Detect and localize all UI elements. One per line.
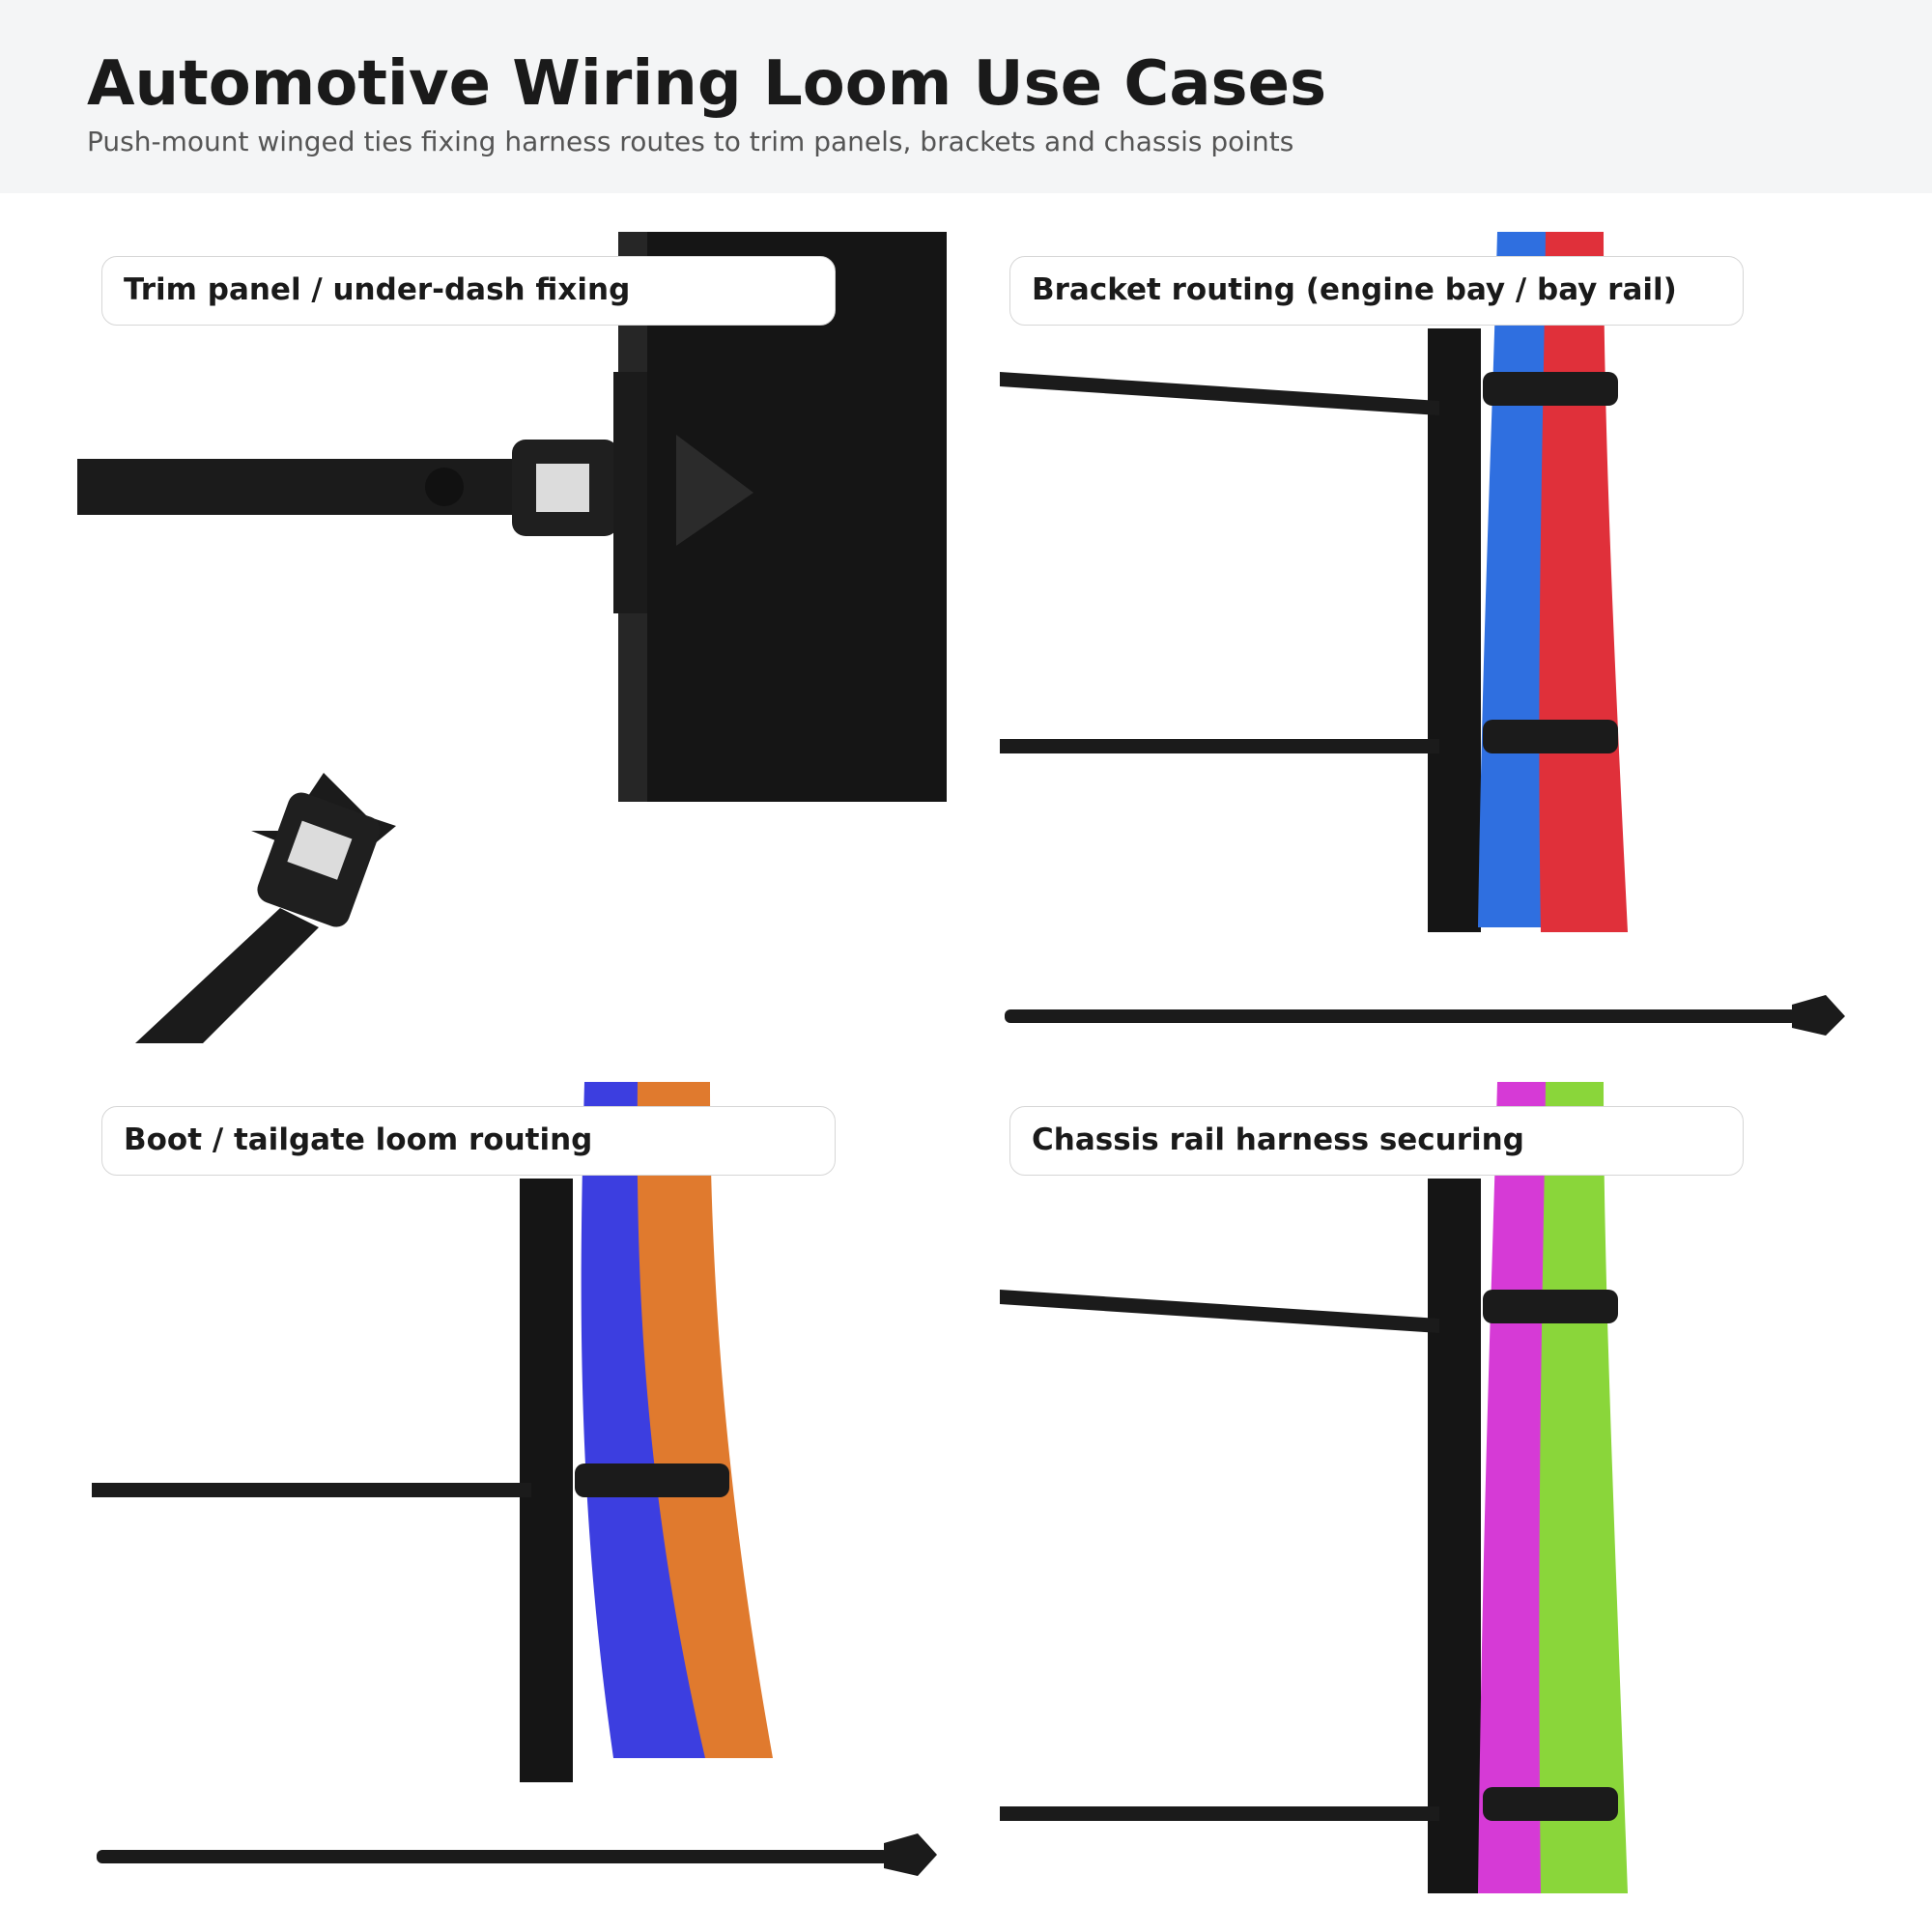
bracket-routing-illustration xyxy=(1000,232,1845,1036)
chassis-rail xyxy=(1428,1179,1481,1893)
tie-strap-lower xyxy=(1000,739,1439,753)
loose-tie-strap xyxy=(97,1850,889,1863)
tie-strap-upper xyxy=(1000,372,1439,415)
loose-tie-strap xyxy=(1005,1009,1797,1023)
bracket-rail xyxy=(1428,328,1481,932)
wire-bundle-red xyxy=(1539,232,1628,932)
panel-bracket-routing: Bracket routing (engine bay / bay rail) xyxy=(985,232,1874,1043)
panel-label-bracket-routing: Bracket routing (engine bay / bay rail) xyxy=(1009,256,1744,326)
page-title: Automotive Wiring Loom Use Cases xyxy=(87,48,1327,120)
tie-wing-base xyxy=(613,372,647,613)
tie-band-upper xyxy=(1483,1290,1618,1323)
trim-panel-illustration xyxy=(77,232,947,1043)
tie-head-slot xyxy=(536,464,589,512)
panel-chassis-rail: Chassis rail harness securing xyxy=(985,1082,1874,1893)
loose-tie-strap xyxy=(135,908,319,1043)
boot-tailgate-illustration xyxy=(92,1082,937,1876)
loose-tie-arrow-head xyxy=(884,1833,937,1876)
loose-tie-arrow-head xyxy=(1792,995,1845,1036)
page-subtitle: Push-mount winged ties fixing harness ro… xyxy=(87,126,1294,157)
tie-strap-lower xyxy=(1000,1806,1439,1821)
chassis-rail-illustration xyxy=(1000,1082,1628,1893)
panel-label-trim-panel: Trim panel / under-dash fixing xyxy=(101,256,836,326)
tie-strap-upper xyxy=(1000,1290,1439,1333)
wire-bundle-green xyxy=(1539,1082,1628,1893)
loose-tie-head-slot xyxy=(287,820,353,880)
push-mount-arrow xyxy=(676,435,753,546)
tie-band-lower xyxy=(1483,720,1618,753)
tie-band xyxy=(575,1463,729,1497)
panel-trim-panel: Trim panel / under-dash fixing xyxy=(77,232,966,1043)
header: Automotive Wiring Loom Use Cases Push-mo… xyxy=(0,0,1932,193)
panel-label-chassis-rail: Chassis rail harness securing xyxy=(1009,1106,1744,1176)
panel-label-boot-tailgate: Boot / tailgate loom routing xyxy=(101,1106,836,1176)
panel-boot-tailgate: Boot / tailgate loom routing xyxy=(77,1082,966,1893)
tailgate-rail xyxy=(520,1179,573,1782)
cable-tie-strap xyxy=(77,459,541,515)
tie-strap-rivet xyxy=(425,468,464,506)
trim-panel-plate xyxy=(618,232,947,802)
tie-band-lower xyxy=(1483,1787,1618,1821)
tie-strap xyxy=(92,1483,531,1497)
wire-bundle-orange xyxy=(637,1082,773,1758)
tie-band-upper xyxy=(1483,372,1618,406)
